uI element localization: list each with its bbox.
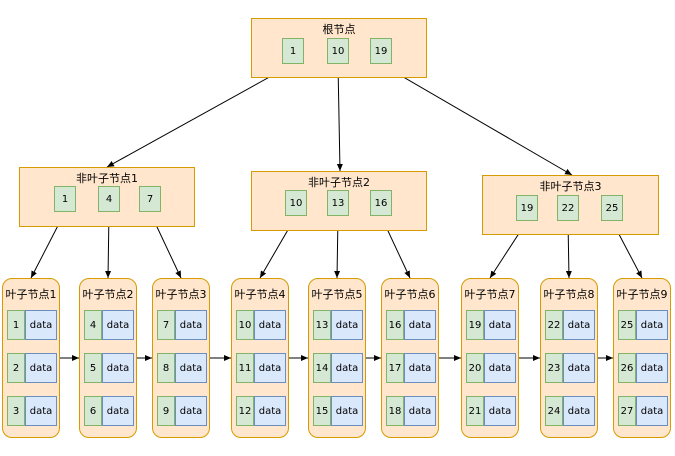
- leaf-data-cell: data: [636, 353, 668, 383]
- leaf-data-cell: data: [404, 310, 436, 340]
- leaf-key: 23: [545, 353, 563, 383]
- internal-key: 10: [285, 190, 307, 216]
- leaf-key: 6: [84, 396, 102, 426]
- leaf-key: 21: [466, 396, 484, 426]
- leaf-data-cell: data: [563, 310, 595, 340]
- leaf-key: 11: [236, 353, 254, 383]
- leaf-node-title: 叶子节点1: [5, 288, 57, 301]
- leaf-key: 7: [157, 310, 175, 340]
- leaf-key: 25: [618, 310, 636, 340]
- leaf-key: 4: [84, 310, 102, 340]
- leaf-data-cell: data: [331, 310, 363, 340]
- leaf-key: 27: [618, 396, 636, 426]
- leaf-key: 18: [386, 396, 404, 426]
- leaf-key: 17: [386, 353, 404, 383]
- leaf-data-cell: data: [25, 310, 57, 340]
- leaf-data-cell: data: [25, 396, 57, 426]
- leaf-data-cell: data: [175, 396, 207, 426]
- leaf-key: 5: [84, 353, 102, 383]
- leaf-key: 1: [7, 310, 25, 340]
- leaf-data-cell: data: [254, 310, 286, 340]
- leaf-data-cell: data: [102, 310, 134, 340]
- leaf-data-cell: data: [636, 310, 668, 340]
- leaf-node-title: 叶子节点7: [464, 288, 516, 301]
- internal-key: 16: [370, 190, 392, 216]
- internal-key: 22: [557, 195, 579, 221]
- leaf-data-cell: data: [102, 396, 134, 426]
- leaf-data-cell: data: [331, 353, 363, 383]
- leaf-key: 8: [157, 353, 175, 383]
- internal-node-title: 非叶子节点2: [308, 176, 370, 189]
- leaf-node-title: 叶子节点8: [543, 288, 595, 301]
- leaf-data-cell: data: [254, 396, 286, 426]
- leaf-data-cell: data: [484, 353, 516, 383]
- leaf-data-cell: data: [175, 310, 207, 340]
- leaf-key: 26: [618, 353, 636, 383]
- internal-key: 13: [327, 190, 349, 216]
- leaf-data-cell: data: [563, 396, 595, 426]
- leaf-data-cell: data: [331, 396, 363, 426]
- leaf-key: 12: [236, 396, 254, 426]
- leaf-key: 13: [313, 310, 331, 340]
- root-to-internal-edge: [380, 63, 573, 176]
- leaf-node-title: 叶子节点4: [234, 288, 286, 301]
- leaf-node-title: 叶子节点5: [311, 288, 363, 301]
- internal-node-title: 非叶子节点1: [76, 172, 138, 185]
- leaf-node-title: 叶子节点9: [616, 288, 668, 301]
- leaf-key: 20: [466, 353, 484, 383]
- leaf-node-title: 叶子节点2: [82, 288, 134, 301]
- leaf-data-cell: data: [484, 310, 516, 340]
- leaf-key: 19: [466, 310, 484, 340]
- root-key: 1: [282, 38, 304, 64]
- leaf-data-cell: data: [563, 353, 595, 383]
- leaf-key: 3: [7, 396, 25, 426]
- leaf-data-cell: data: [25, 353, 57, 383]
- leaf-node-title: 叶子节点6: [384, 288, 436, 301]
- leaf-key: 14: [313, 353, 331, 383]
- internal-node-title: 非叶子节点3: [539, 180, 602, 193]
- root-to-internal-edge: [336, 63, 343, 172]
- root-key: 10: [327, 38, 349, 64]
- internal-key: 1: [54, 186, 76, 212]
- root-node-title: 根节点: [322, 23, 356, 36]
- internal-key: 7: [139, 186, 161, 212]
- leaf-key: 9: [157, 396, 175, 426]
- root-to-internal-edge: [106, 63, 294, 168]
- root-key: 19: [370, 38, 392, 64]
- internal-key: 4: [98, 186, 120, 212]
- leaf-data-cell: data: [404, 396, 436, 426]
- leaf-key: 22: [545, 310, 563, 340]
- leaf-key: 24: [545, 396, 563, 426]
- leaf-data-cell: data: [484, 396, 516, 426]
- leaf-node-title: 叶子节点3: [155, 288, 207, 301]
- leaf-key: 2: [7, 353, 25, 383]
- leaf-data-cell: data: [254, 353, 286, 383]
- internal-key: 25: [601, 195, 623, 221]
- leaf-key: 15: [313, 396, 331, 426]
- leaf-data-cell: data: [636, 396, 668, 426]
- leaf-key: 10: [236, 310, 254, 340]
- leaf-data-cell: data: [404, 353, 436, 383]
- internal-key: 19: [516, 195, 538, 221]
- leaf-data-cell: data: [102, 353, 134, 383]
- leaf-data-cell: data: [175, 353, 207, 383]
- leaf-key: 16: [386, 310, 404, 340]
